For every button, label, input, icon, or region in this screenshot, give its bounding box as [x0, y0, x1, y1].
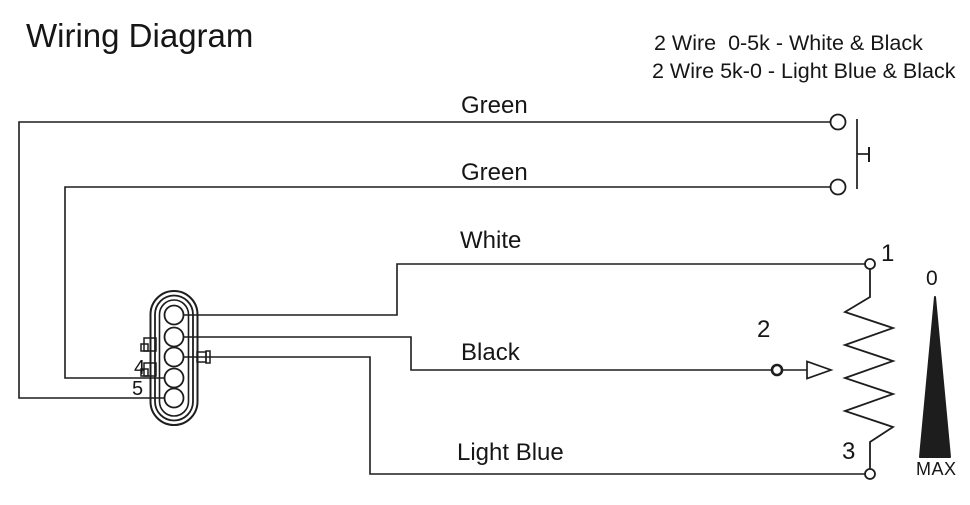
switch-contact-bottom: [829, 178, 847, 196]
connector-tab-right-cap: [205, 350, 211, 364]
connector-symbol: [140, 290, 211, 426]
wire-black-line: [174, 336, 777, 371]
connector-tab-left-lower-nub: [140, 368, 149, 377]
connector-pin4-label: 4: [134, 357, 146, 379]
connector-pin5-label: 5: [132, 378, 144, 400]
connector-pin-3: [163, 346, 185, 368]
wire-label-white: White: [460, 227, 522, 254]
wiper-arrowhead: [806, 360, 834, 380]
connector-tab-left-upper-nub: [140, 343, 149, 352]
wire-label-black: Black: [461, 339, 520, 366]
wire-light-blue-line: [174, 356, 870, 475]
connector-pin-2: [163, 326, 185, 348]
connector-outline-outer: [149, 290, 199, 426]
wire-green-bottom-line: [64, 186, 830, 379]
connector-outline-inner: [158, 299, 190, 417]
potentiometer-symbol: [842, 258, 896, 480]
wire-white-line: [174, 263, 870, 316]
switch-symbol: [829, 113, 870, 196]
travel-min-label: 0: [926, 267, 938, 290]
wire-label-green-bottom: Green: [461, 159, 528, 186]
legend-line-2: 2 Wire 5k-0 - Light Blue & Black: [652, 59, 956, 83]
wire-label-green-top: Green: [461, 92, 528, 119]
resistor-zigzag: [842, 264, 896, 474]
terminal-3-contact: [864, 468, 876, 480]
connector-pin-5: [163, 387, 185, 409]
terminal-2-label: 2: [757, 316, 771, 343]
connector-outline-middle: [154, 294, 194, 422]
page-title: Wiring Diagram: [26, 17, 254, 54]
terminal-2-contact: [770, 363, 784, 377]
terminal-1-contact: [864, 258, 876, 270]
travel-max-label: MAX: [916, 459, 957, 479]
terminal-1-label: 1: [881, 240, 895, 267]
connector-pin-1: [163, 304, 185, 326]
wire-label-light-blue: Light Blue: [457, 439, 564, 466]
connector-pin-4: [163, 367, 185, 389]
terminal-3-label: 3: [842, 438, 856, 465]
legend-line-1: 2 Wire 0-5k - White & Black: [654, 31, 923, 55]
wiper-symbol: [770, 360, 834, 380]
travel-wedge: [919, 296, 951, 458]
wire-green-top-line: [18, 121, 830, 399]
switch-contact-top: [829, 113, 847, 131]
